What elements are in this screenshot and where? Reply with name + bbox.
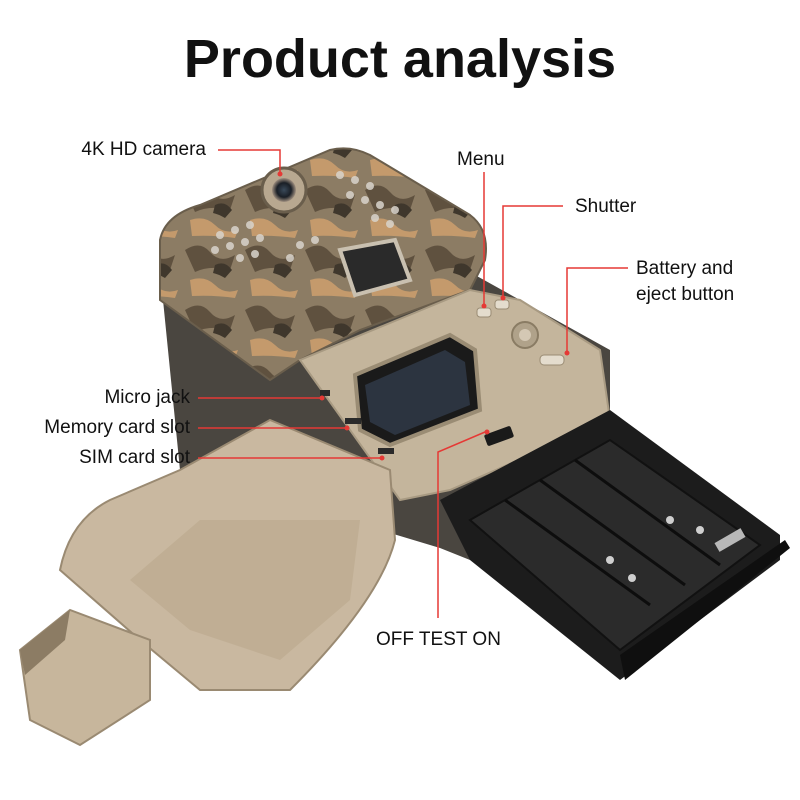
page-title: Product analysis xyxy=(183,29,617,89)
battery-slots xyxy=(504,458,721,607)
camera-front-camo xyxy=(159,147,487,382)
shutter-button-icon xyxy=(494,299,510,310)
callout-sim-card: SIM card slot xyxy=(79,447,190,468)
callout-lines xyxy=(198,149,628,618)
micro-jack-port-icon xyxy=(320,390,330,396)
sim-card-slot-icon xyxy=(378,448,394,454)
callout-line-switch xyxy=(437,431,486,618)
callout-menu: Menu xyxy=(457,149,505,170)
callout-switch: OFF TEST ON xyxy=(376,629,501,650)
memory-card-slot-icon xyxy=(345,418,361,424)
callout-line-battery xyxy=(566,267,628,352)
callout-battery-line2: eject button xyxy=(636,284,735,305)
callout-camera: 4K HD camera xyxy=(81,139,206,160)
callout-line-camera xyxy=(218,149,281,172)
callout-line-shutter xyxy=(502,205,563,297)
callout-micro-jack: Micro jack xyxy=(104,387,190,408)
menu-button-icon xyxy=(476,307,492,318)
callout-battery-line1: Battery and xyxy=(636,258,734,279)
battery-eject-button-icon xyxy=(539,354,565,366)
ir-led-array xyxy=(211,171,399,262)
pir-sensor-window xyxy=(337,237,413,298)
callout-shutter: Shutter xyxy=(575,196,637,217)
callout-memory-card: Memory card slot xyxy=(44,417,190,438)
mode-switch-icon xyxy=(484,426,514,446)
